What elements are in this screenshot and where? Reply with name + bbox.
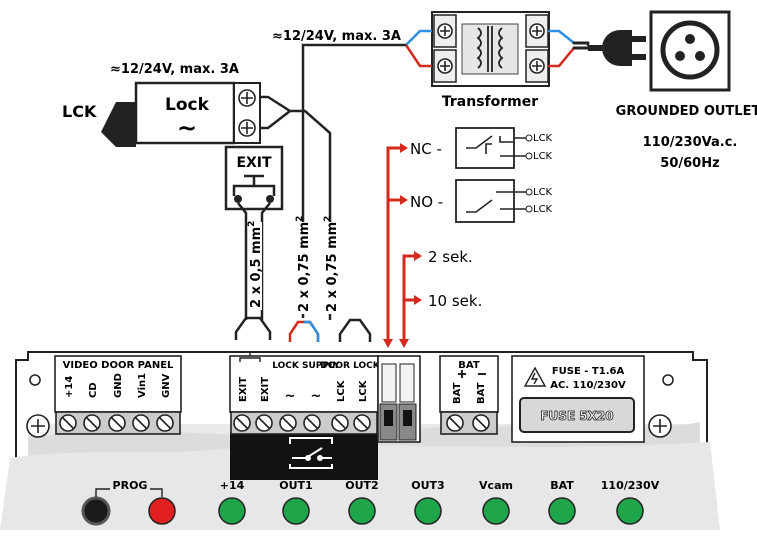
bat-label: BAT xyxy=(458,360,480,371)
cable-exit-label: 2 x 0,5 mm2 xyxy=(247,221,264,308)
relay-no xyxy=(455,179,533,223)
lock-name: Lock xyxy=(165,95,210,115)
fuse-title: FUSE - T1.6A xyxy=(552,366,625,377)
supply-top-label: ≈12/24V, max. 3A xyxy=(272,29,401,44)
relay-no-lck-1: LCK xyxy=(533,187,553,198)
exit-button: EXIT xyxy=(224,145,284,211)
bat-screw-terminals xyxy=(440,411,498,435)
door-lock-terminal-1: LCK xyxy=(336,379,347,402)
outlet-frequency: 50/60Hz xyxy=(660,156,719,171)
exit-terminal-1: EXIT xyxy=(238,377,249,402)
cable-lock-label: 2 x 0,75 mm2 xyxy=(323,216,340,312)
timer-long-label: 10 sek. xyxy=(428,292,482,310)
fuse-ac: AC. 110/230V xyxy=(550,380,626,391)
video-door-panel-label: VIDEO DOOR PANEL xyxy=(63,360,174,371)
led-label-out1: OUT1 xyxy=(279,479,312,492)
vdp-screw-terminals xyxy=(55,411,181,435)
led-bat xyxy=(548,497,576,525)
plug-icon xyxy=(588,30,646,66)
prog-bracket xyxy=(95,488,163,497)
bat-terminal-1: BAT xyxy=(452,382,463,404)
relay-nc-lck-1: LCK xyxy=(533,133,553,144)
exit-terminal-2: EXIT xyxy=(260,377,271,402)
vdp-terminal-4: Vin1 xyxy=(137,373,148,398)
led--14 xyxy=(218,497,246,525)
led-label-bat: BAT xyxy=(550,479,574,492)
mode-jumpers xyxy=(377,355,421,443)
led-label-vcam: Vcam xyxy=(479,479,513,492)
led-out3 xyxy=(414,497,442,525)
fuse-box-label: FUSE 5X20 xyxy=(540,409,613,423)
relay-nc-lck-2: LCK xyxy=(533,151,553,162)
vdp-terminal-2: CD xyxy=(88,382,99,398)
led-label--14: +14 xyxy=(220,479,245,492)
cable-sheaths xyxy=(234,316,372,342)
contact-no-label: NO - xyxy=(410,193,443,211)
outlet-voltage: 110/230Va.c. xyxy=(643,135,738,150)
lock-supply-sym-2: ~ xyxy=(311,389,322,404)
outlet-title: GROUNDED OUTLET xyxy=(616,104,757,119)
mains-wires xyxy=(547,29,590,68)
bat-terminal-2: BAT xyxy=(476,382,487,404)
relay-no-lck-2: LCK xyxy=(533,204,553,215)
cable-supply-label: 2 x 0,75 mm2 xyxy=(295,216,312,312)
contact-nc-label: NC - xyxy=(410,140,442,158)
lock-supply-sym-1: ~ xyxy=(285,389,296,404)
secondary-wires xyxy=(301,29,432,318)
timer-short-label: 2 sek. xyxy=(428,248,473,266)
led-label-out3: OUT3 xyxy=(411,479,444,492)
led-prog-red[interactable] xyxy=(148,497,176,525)
supply-lock-label: ≈12/24V, max. 3A xyxy=(110,62,239,77)
door-lock-label: DOOR LOCK xyxy=(320,361,381,371)
led-110-230v xyxy=(616,497,644,525)
led-out1 xyxy=(282,497,310,525)
vdp-terminal-1: +14 xyxy=(64,376,75,398)
relay-nc xyxy=(455,127,533,169)
led-label-110-230v: 110/230V xyxy=(601,479,660,492)
led-label-out2: OUT2 xyxy=(345,479,378,492)
outlet xyxy=(649,10,731,92)
led-prog[interactable] xyxy=(81,496,111,526)
exit-lock-screw-terminals xyxy=(230,411,378,435)
led-label-prog: PROG xyxy=(113,479,148,492)
lock-side-label: LCK xyxy=(62,102,97,121)
vdp-terminal-3: GND xyxy=(113,373,124,398)
led-out2 xyxy=(348,497,376,525)
mode-arrows xyxy=(386,146,416,340)
lock-tilde: ~ xyxy=(177,114,197,142)
lock: LCK Lock ~ xyxy=(62,81,261,147)
transformer: Transformer xyxy=(431,11,550,110)
led-vcam xyxy=(482,497,510,525)
warning-icon xyxy=(523,366,547,387)
lock-supply-label: LOCK SUPPLY xyxy=(272,361,340,371)
transformer-label: Transformer xyxy=(442,94,538,110)
door-lock-terminal-2: LCK xyxy=(358,379,369,402)
led-row: PROG +14 OUT1 OUT2 OUT3 Vcam BAT 110/230V xyxy=(81,479,660,526)
exit-button-label: EXIT xyxy=(236,155,272,171)
vdp-terminal-5: GNV xyxy=(161,373,172,398)
